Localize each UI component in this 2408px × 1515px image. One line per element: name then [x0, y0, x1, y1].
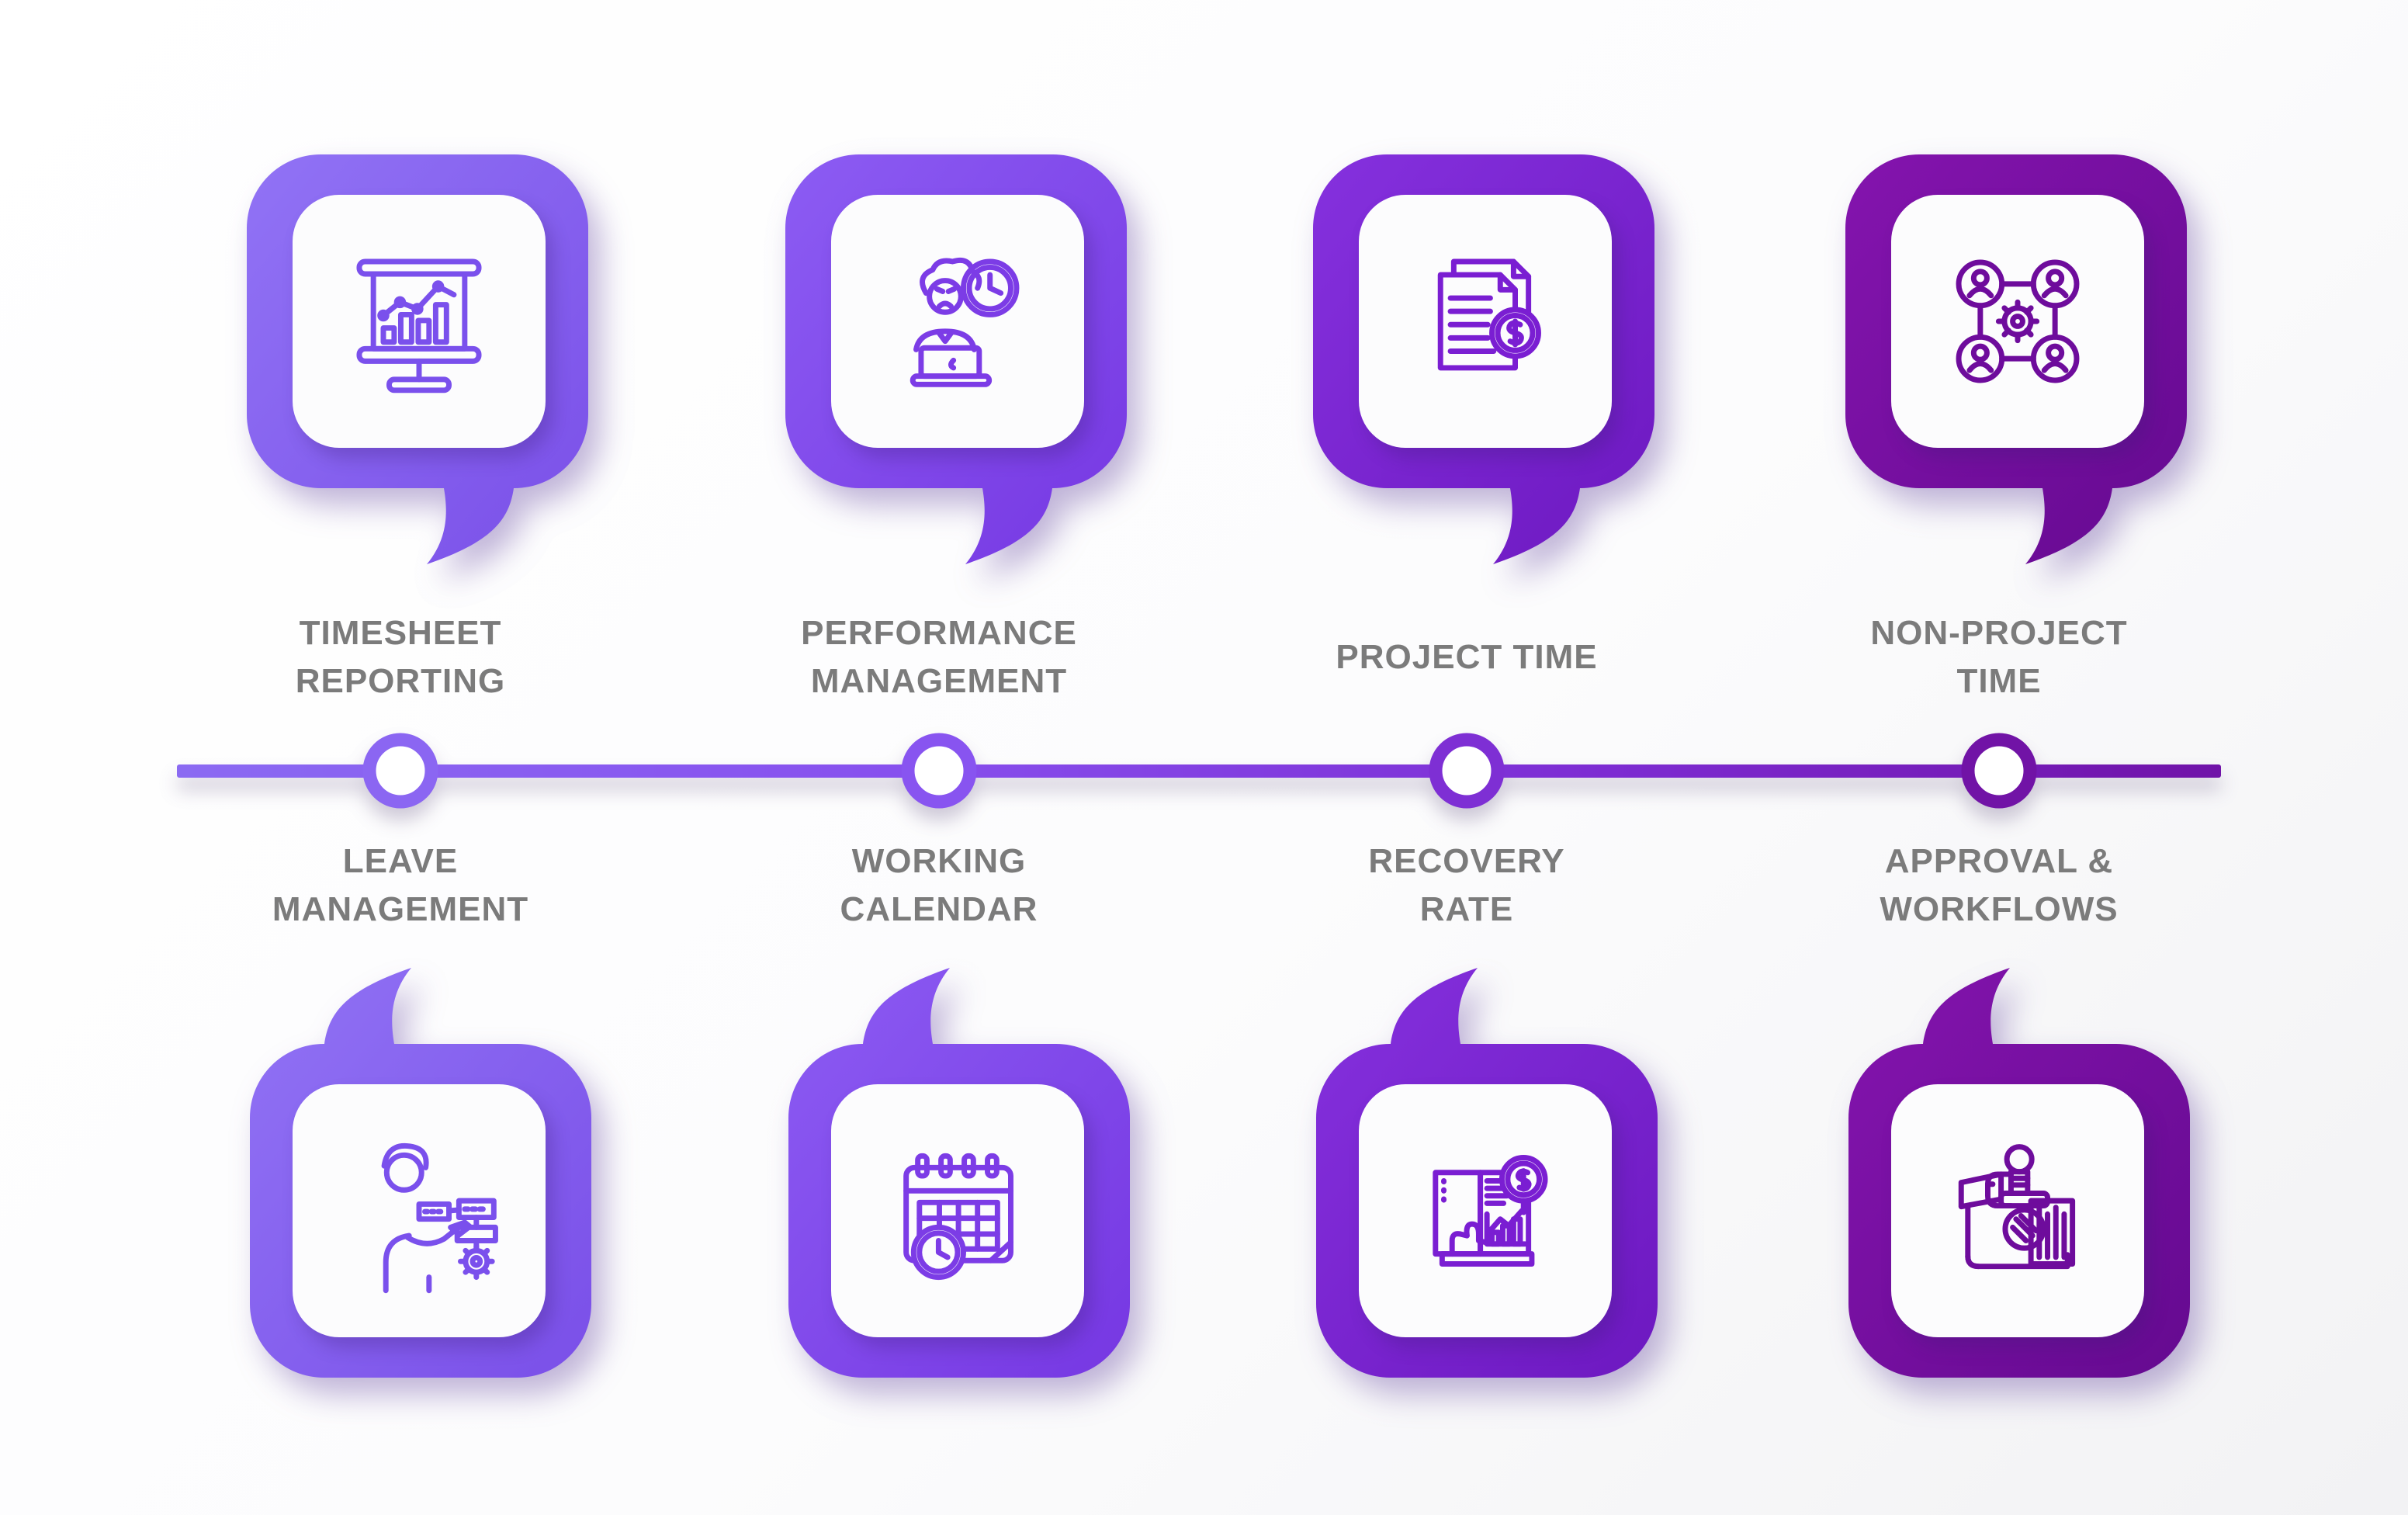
label-performance-management: PERFORMANCE MANAGEMENT [722, 599, 1156, 716]
timeline-line [177, 764, 2221, 778]
icon-panel [1359, 195, 1612, 448]
icon-panel [1891, 195, 2144, 448]
icon-panel [293, 1084, 546, 1337]
overworked-employee-clock-icon [909, 257, 1020, 387]
timeline-node-4 [1961, 733, 2037, 809]
financial-report-icon [1433, 1155, 1548, 1267]
label-leave-management: LEAVE MANAGEMENT [183, 820, 618, 952]
timeline-node-3 [1429, 733, 1505, 809]
label-recovery-rate: RECOVERY RATE [1249, 820, 1684, 952]
label-line: WORKFLOWS [1880, 890, 2119, 928]
label-line: PROJECT TIME [1336, 638, 1598, 676]
label-line: LEAVE [342, 842, 459, 880]
label-line: WORKING [851, 842, 1027, 880]
label-line: MANAGEMENT [810, 662, 1068, 700]
approval-stamp-icon [1958, 1144, 2076, 1270]
icon-panel [1359, 1084, 1612, 1337]
icon-panel [831, 195, 1084, 448]
label-line: MANAGEMENT [272, 890, 529, 928]
calendar-clock-icon [903, 1153, 1013, 1281]
label-line: RECOVERY [1368, 842, 1565, 880]
label-line: NON-PROJECT [1870, 614, 2128, 652]
label-line: RATE [1419, 890, 1514, 928]
label-timesheet-reporting: TIMESHEET REPORTING [183, 599, 618, 716]
label-non-project-time: NON-PROJECT TIME [1782, 599, 2216, 716]
label-line: APPROVAL & [1884, 842, 2114, 880]
icon-panel [1891, 1084, 2144, 1337]
label-approval-workflows: APPROVAL & WORKFLOWS [1782, 820, 2216, 952]
label-line: CALENDAR [840, 890, 1038, 928]
timeline-node-2 [901, 733, 977, 809]
billing-documents-icon [1437, 258, 1541, 371]
timeline-node-1 [362, 733, 438, 809]
icon-panel [293, 195, 546, 448]
label-line: TIME [1956, 662, 2042, 700]
icon-panel [831, 1084, 1084, 1337]
label-working-calendar: WORKING CALENDAR [722, 820, 1156, 952]
presentation-chart-icon [356, 258, 482, 393]
label-line: TIMESHEET [299, 614, 502, 652]
team-network-gear-icon [1956, 259, 2080, 383]
label-line: PERFORMANCE [801, 614, 1077, 652]
label-line: REPORTING [295, 662, 506, 700]
employee-workflow-icon [381, 1142, 498, 1294]
label-project-time: PROJECT TIME [1249, 599, 1684, 716]
